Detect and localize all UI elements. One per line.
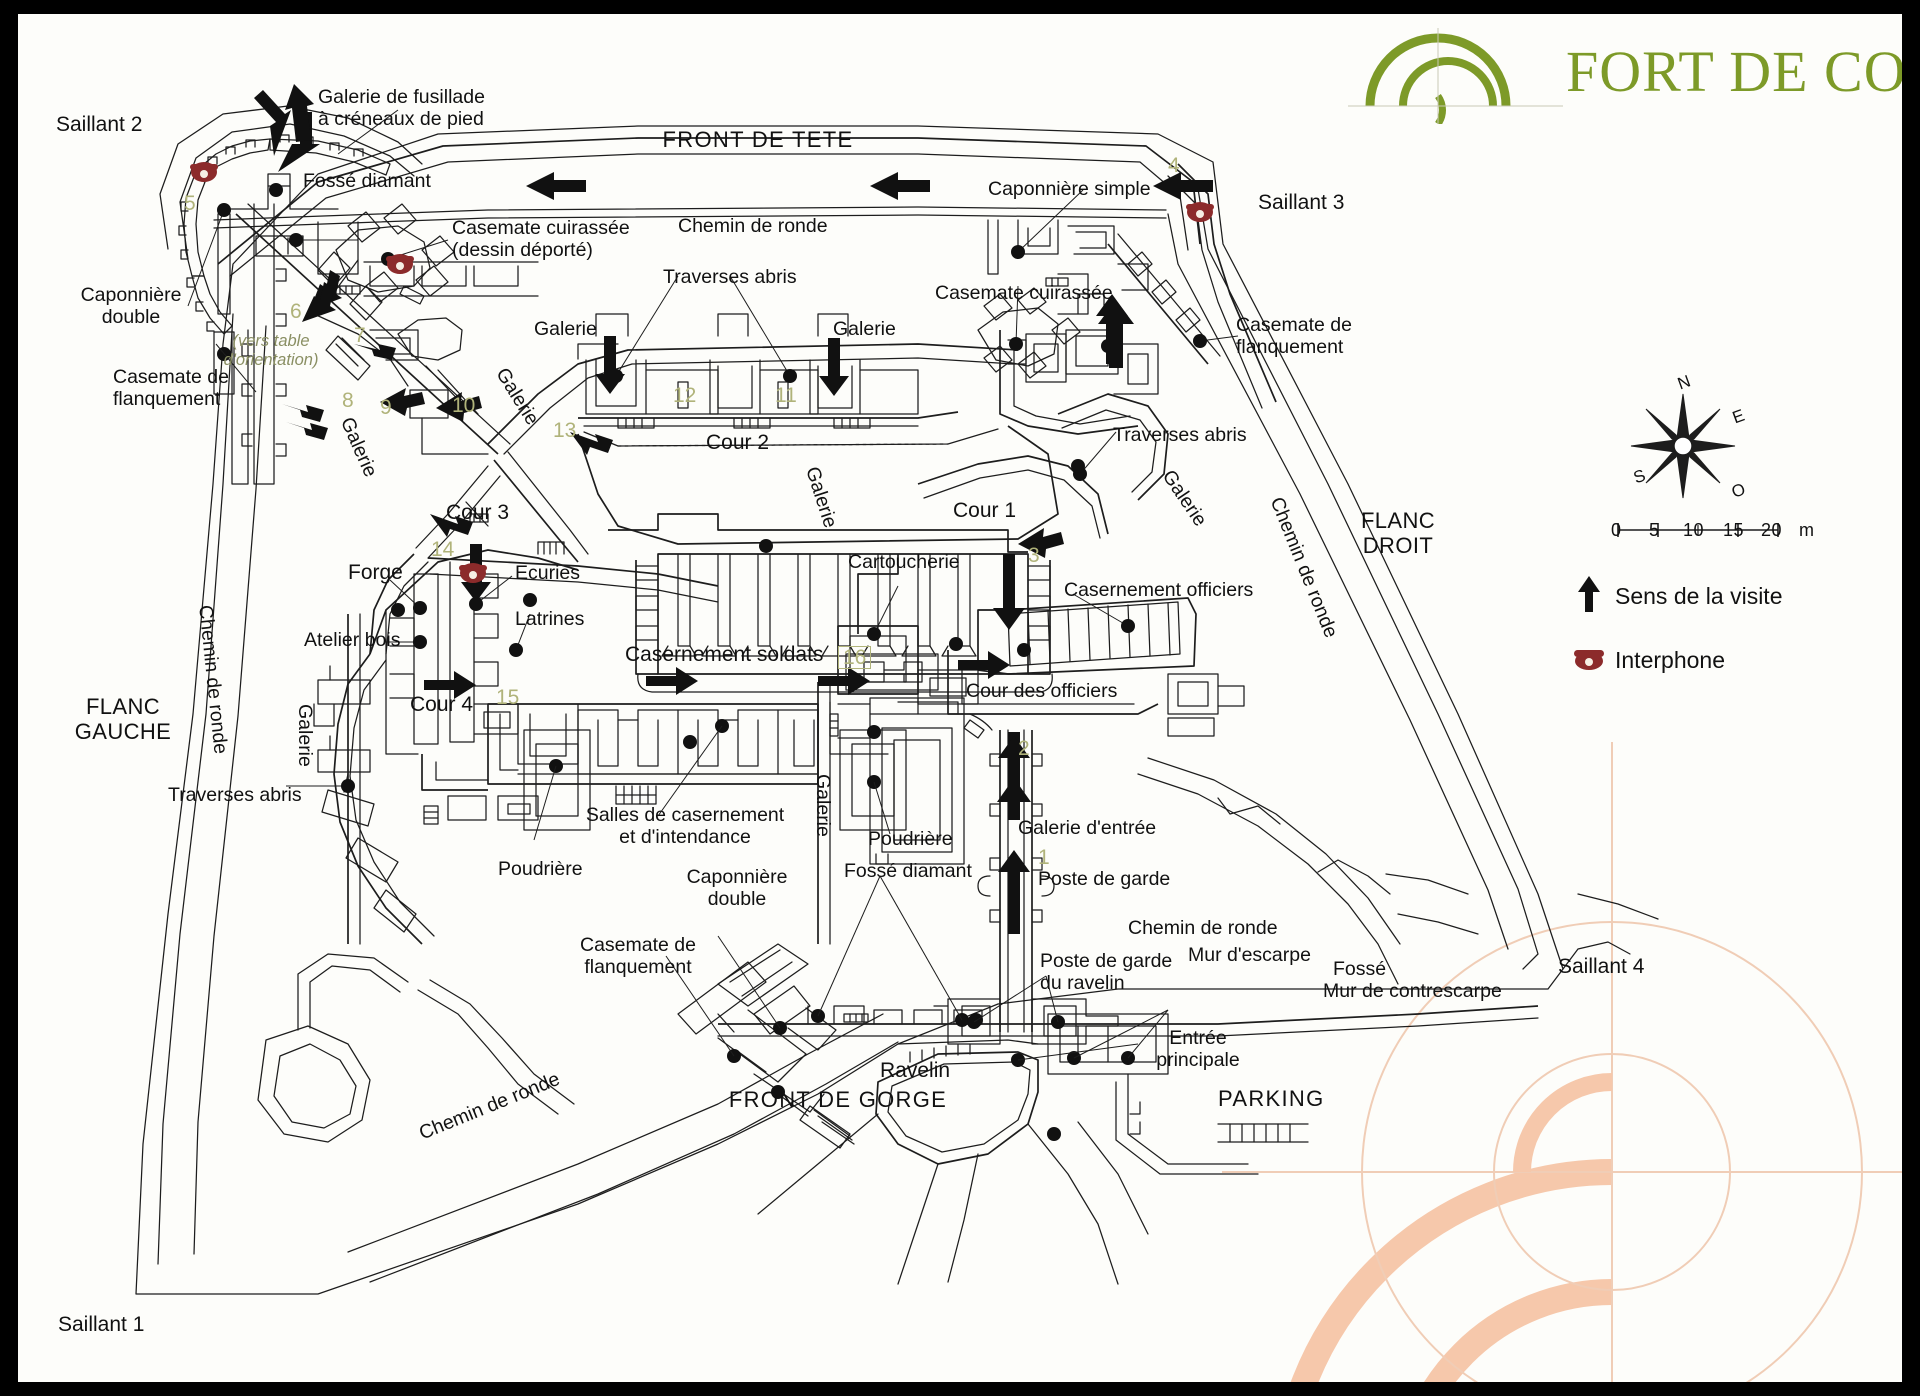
legend-label-interphone: Interphone bbox=[1615, 647, 1725, 673]
scale-bar bbox=[1617, 523, 1779, 537]
label-forge: Forge bbox=[348, 561, 403, 584]
label-mur-contrescarpe: Mur de contrescarpe bbox=[1323, 980, 1502, 1002]
label-galerie-left: Galerie bbox=[294, 704, 316, 767]
stop-number-16[interactable]: 16 bbox=[838, 646, 872, 669]
fort-plan-drawing: .ln{fill:none;stroke:#1d1d1d;stroke-widt… bbox=[135, 84, 1779, 1295]
label-traverses-abris-4: Traverses abris bbox=[168, 784, 302, 806]
compass-rose-icon bbox=[1630, 393, 1736, 499]
label-galerie-7: Galerie bbox=[812, 774, 834, 837]
label-casemate-cuirassee-2: Casemate cuirassée bbox=[935, 282, 1113, 304]
label-casemate-flanquement-3: Casemate de flanquement bbox=[580, 934, 696, 978]
label-fosse: Fossé bbox=[1333, 958, 1387, 980]
label-ecuries: Ecuries bbox=[515, 562, 581, 584]
label-ravelin: Ravelin bbox=[880, 1059, 951, 1082]
scale-tick-10: 10 bbox=[1683, 520, 1705, 540]
label-flanc-droit: FLANC DROIT bbox=[1360, 508, 1436, 558]
label-caponniere-double-2: Caponnière double bbox=[686, 866, 788, 910]
label-cour-1: Cour 1 bbox=[953, 499, 1017, 522]
stop-number-5[interactable]: 5 bbox=[184, 192, 196, 215]
label-caponniere-simple: Caponnière simple bbox=[988, 178, 1151, 200]
scale-bar-labels: 0 5 10 15 20 m bbox=[1603, 510, 1814, 540]
legend-label-sens-de-la-visite: Sens de la visite bbox=[1615, 583, 1783, 609]
stop-number-8[interactable]: 8 bbox=[342, 389, 354, 412]
legend-item-sens-de-la-visite: Sens de la visite bbox=[1563, 574, 1843, 619]
label-poudriere-2: Poudrière bbox=[868, 828, 953, 850]
scale-tick-15: 15 bbox=[1723, 520, 1745, 540]
stop-number-14[interactable]: 14 bbox=[431, 538, 455, 561]
scale-tick-0: 0 bbox=[1611, 520, 1622, 540]
stop-number-11[interactable]: 11 bbox=[775, 384, 797, 407]
label-latrines: Latrines bbox=[515, 608, 585, 630]
label-parking: PARKING bbox=[1218, 1086, 1325, 1111]
stop-number-1[interactable]: 1 bbox=[1038, 846, 1050, 869]
map-sheet: FORT DE CONDÉ .ln{fill:none;stroke:#1d1d… bbox=[18, 14, 1902, 1382]
label-casemate-flanquement-2: Casemate de flanquement bbox=[1236, 314, 1352, 358]
up-arrow-icon bbox=[1563, 574, 1615, 619]
label-fosse-diamant-2: Fossé diamant bbox=[844, 860, 972, 882]
label-cour-4: Cour 4 bbox=[410, 693, 474, 716]
label-cour-3: Cour 3 bbox=[446, 501, 510, 524]
stop-number-9[interactable]: 9 bbox=[380, 396, 392, 419]
stop-number-15[interactable]: 15 bbox=[496, 686, 520, 709]
label-entree-principale: Entrée principale bbox=[1156, 1027, 1240, 1071]
map-legend: Sens de la visite Interphone bbox=[1563, 574, 1843, 702]
label-flanc-gauche: FLANC GAUCHE bbox=[74, 694, 172, 744]
legend-item-interphone: Interphone bbox=[1563, 645, 1843, 676]
label-chemin-ronde-bottom-right: Chemin de ronde bbox=[1128, 917, 1278, 939]
label-galerie-2: Galerie bbox=[833, 318, 896, 340]
label-traverses-abris-2: Traverses abris bbox=[1113, 424, 1247, 446]
label-caponniere-double-1: Caponnière double bbox=[80, 284, 182, 328]
label-saillant-1: Saillant 1 bbox=[58, 1313, 145, 1336]
stop-number-3[interactable]: 3 bbox=[1028, 544, 1040, 567]
label-vers-table-orientation: (vers table d'orientation) bbox=[223, 332, 319, 369]
stop-number-13[interactable]: 13 bbox=[553, 419, 577, 442]
label-cour-2: Cour 2 bbox=[706, 431, 770, 454]
scale-tick-5: 5 bbox=[1649, 520, 1660, 540]
telephone-icon bbox=[1563, 645, 1615, 676]
label-casemate-flanquement-1: Casemate de flanquement bbox=[113, 366, 229, 410]
brand-name: FORT DE CONDÉ bbox=[1566, 39, 1902, 104]
stop-number-10[interactable]: 10 bbox=[452, 394, 476, 417]
label-saillant-3: Saillant 3 bbox=[1258, 191, 1345, 214]
label-casernement-soldats: Casernement soldats bbox=[625, 643, 824, 666]
scale-tick-20: 20 bbox=[1761, 520, 1783, 540]
label-galerie-fusillade: Galerie de fusillade à créneaux de pied bbox=[318, 86, 485, 130]
label-mur-escarpe: Mur d'escarpe bbox=[1188, 944, 1311, 966]
stop-number-7[interactable]: 7 bbox=[354, 324, 366, 347]
stop-number-6[interactable]: 6 bbox=[290, 300, 302, 323]
label-front-de-gorge: FRONT DE GORGE bbox=[728, 1087, 948, 1112]
label-atelier-bois: Atelier bois bbox=[304, 629, 401, 651]
label-poste-garde-ravelin: Poste de garde du ravelin bbox=[1040, 950, 1173, 994]
label-galerie-entree: Galerie d'entrée bbox=[1018, 817, 1157, 839]
stop-number-2[interactable]: 2 bbox=[1018, 737, 1030, 760]
scale-unit: m bbox=[1799, 520, 1815, 540]
label-saillant-4: Saillant 4 bbox=[1558, 955, 1645, 978]
label-poudriere-1: Poudrière bbox=[498, 858, 583, 880]
stop-number-4[interactable]: 4 bbox=[1168, 154, 1180, 177]
label-chemin-ronde-top: Chemin de ronde bbox=[678, 215, 828, 237]
label-casernement-officiers: Casernement officiers bbox=[1064, 579, 1254, 601]
label-cartoucherie: Cartoucherie bbox=[848, 551, 960, 573]
brand-logo: FORT DE CONDÉ bbox=[1348, 28, 1902, 124]
stop-number-12[interactable]: 12 bbox=[673, 384, 697, 407]
label-traverses-abris-1: Traverses abris bbox=[663, 266, 797, 288]
label-casemate-cuirassee-1: Casemate cuirassée (dessin déporté) bbox=[452, 217, 630, 261]
label-salles-casernement: Salles de casernement et d'intendance bbox=[585, 804, 785, 848]
logo-arcs-icon bbox=[1348, 28, 1563, 124]
label-galerie-1: Galerie bbox=[534, 318, 597, 340]
label-saillant-2: Saillant 2 bbox=[56, 113, 143, 136]
label-front-de-tete: FRONT DE TETE bbox=[662, 127, 854, 152]
label-cour-des-officiers: Cour des officiers bbox=[966, 680, 1118, 702]
label-poste-garde: Poste de garde bbox=[1038, 868, 1171, 890]
label-fosse-diamant-1: Fossé diamant bbox=[303, 170, 431, 192]
